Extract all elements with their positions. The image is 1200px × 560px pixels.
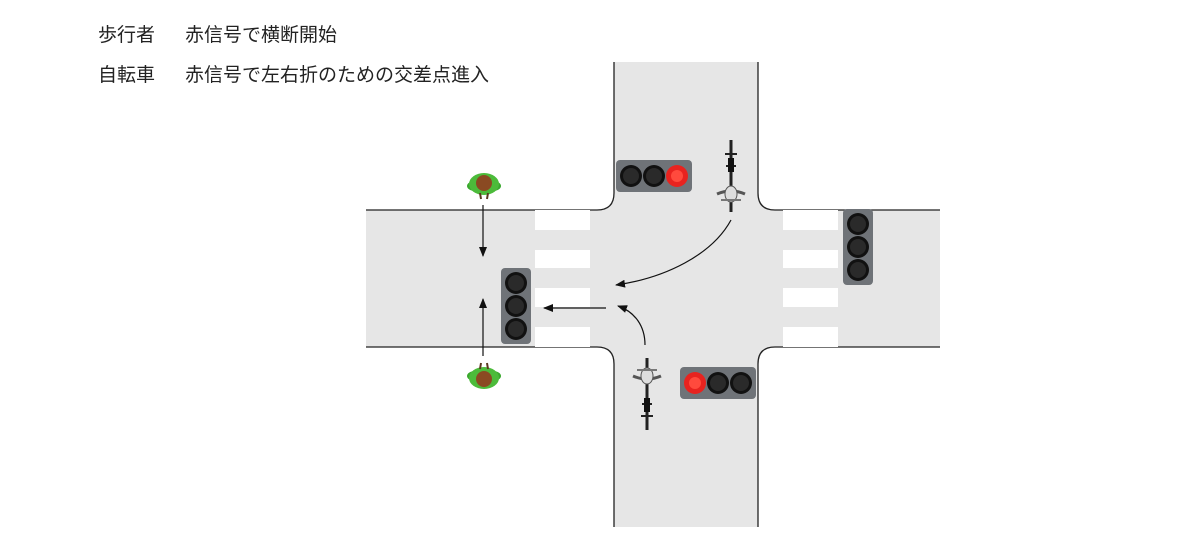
movement-arrows bbox=[479, 205, 732, 356]
traffic-signal-south bbox=[680, 367, 756, 399]
crosswalk-west bbox=[535, 210, 590, 347]
legend-row-pedestrian: 歩行者 赤信号で横断開始 bbox=[98, 20, 489, 60]
traffic-signal-east bbox=[843, 209, 873, 285]
arrow-bicycle-left-turn bbox=[615, 219, 732, 288]
legend-bicycle-label: 自転車 bbox=[98, 64, 156, 86]
bicycle-north bbox=[716, 140, 746, 212]
legend-row-bicycle: 自転車 赤信号で左右折のための交差点進入 bbox=[98, 60, 489, 100]
pedestrian-south bbox=[467, 362, 501, 389]
legend-bicycle-text: 赤信号で左右折のための交差点進入 bbox=[185, 64, 490, 86]
crosswalk-east bbox=[783, 210, 838, 347]
arrow-bicycle-right-turn bbox=[617, 305, 646, 346]
road-edges bbox=[366, 62, 940, 527]
bicycle-south bbox=[632, 358, 662, 430]
legend-pedestrian-text: 赤信号で横断開始 bbox=[185, 24, 338, 46]
road-surface bbox=[366, 62, 940, 527]
pedestrian-north bbox=[467, 173, 501, 200]
legend: 歩行者 赤信号で横断開始 自転車 赤信号で左右折のための交差点進入 bbox=[98, 20, 489, 100]
legend-pedestrian-label: 歩行者 bbox=[98, 24, 156, 46]
traffic-signal-west bbox=[501, 268, 531, 344]
traffic-signal-north bbox=[616, 160, 692, 192]
